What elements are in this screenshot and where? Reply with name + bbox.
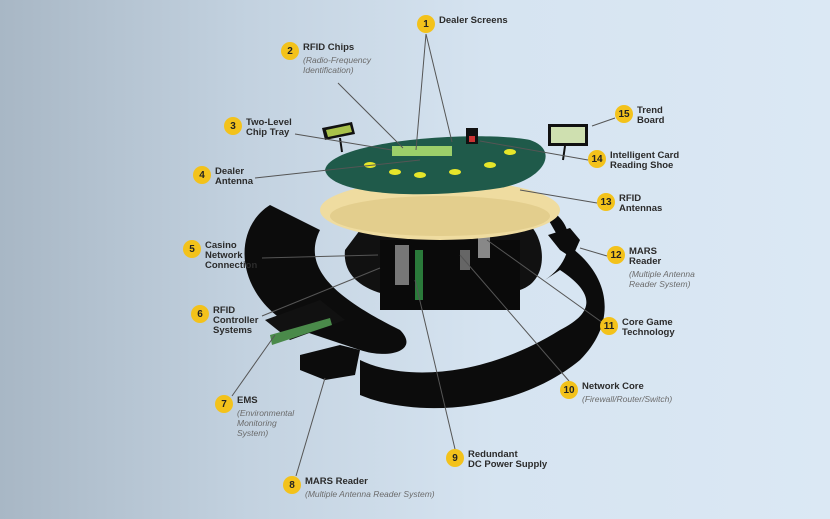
callout-number: 3 [224,117,242,135]
callout-number: 11 [600,317,618,335]
callout-title: Dealer Screens [439,15,508,26]
mars-reader-left [300,345,360,380]
callout-dealer-screens: 1 Dealer Screens [417,15,508,33]
dealer-screen [322,122,355,153]
leader-lines [231,33,616,477]
callout-number: 7 [215,395,233,413]
callout-number: 14 [588,150,606,168]
mars-reader-right [548,228,580,258]
table-felt [325,136,546,195]
callout-number: 9 [446,449,464,467]
callout-title: MARS Reader [305,476,368,487]
trend-board-screen [548,124,588,161]
callout-title: Network Core [582,381,644,392]
callout-number: 1 [417,15,435,33]
callout-subtitle: (Firewall/Router/Switch) [582,394,673,404]
callout-number: 6 [191,305,209,323]
callout-number: 4 [193,166,211,184]
chip-tray [392,146,452,156]
callout-number: 10 [560,381,578,399]
callout-title: EMS [237,395,258,406]
callout-subtitle: (Multiple Antenna Reader System) [305,489,435,499]
callout-number: 2 [281,42,299,60]
callout-number: 8 [283,476,301,494]
rfid-controller-box [265,300,345,345]
callout-number: 12 [607,246,625,264]
callout-number: 13 [597,193,615,211]
callout-title: RFID Chips [303,42,355,53]
callout-mars-reader-left: 8 MARS Reader (Multiple Antenna Reader Sys… [283,476,435,499]
callout-number: 15 [615,105,633,123]
callout-network-core: 10 Network Core (Firewall/Router/Switch) [560,381,673,404]
callout-number: 5 [183,240,201,258]
